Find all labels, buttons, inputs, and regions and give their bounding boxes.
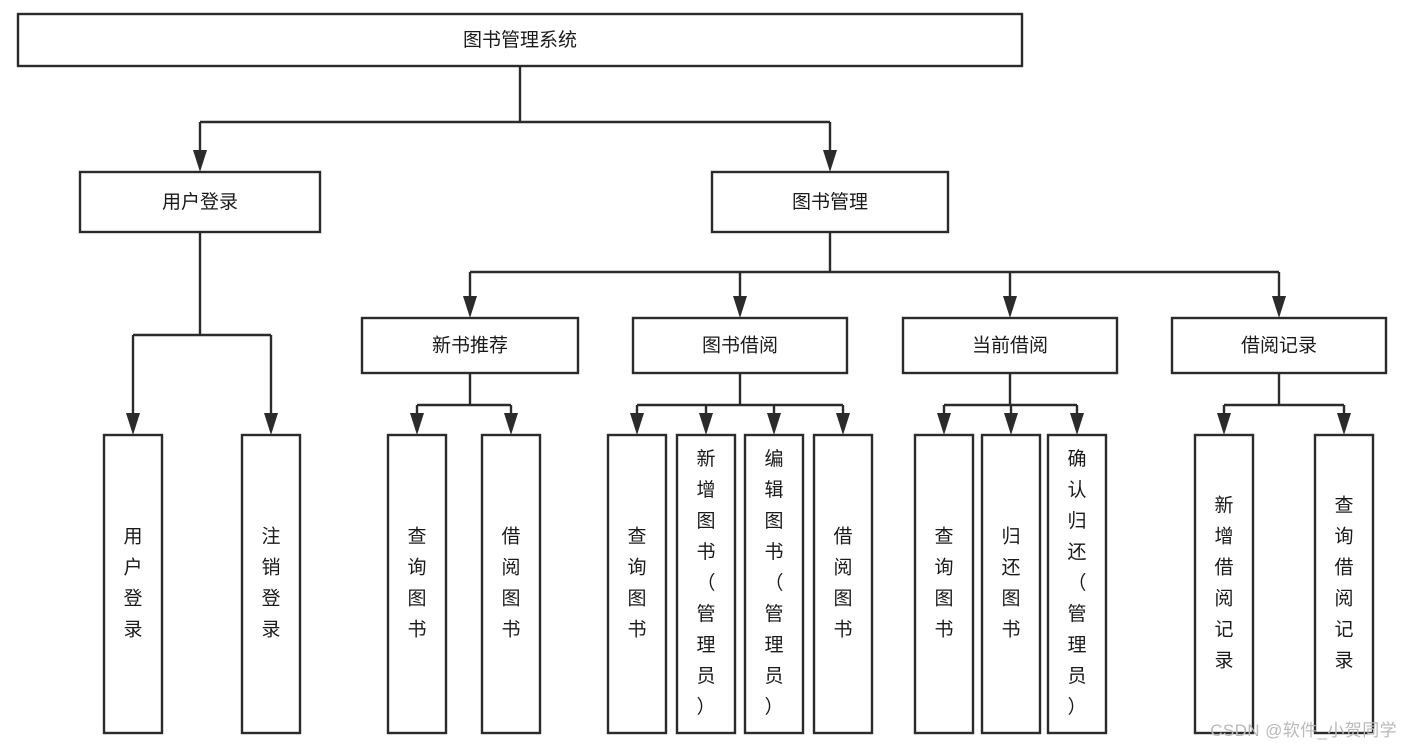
node-box-leaf-add-record [1193, 433, 1255, 735]
node-box-leaf-query-book-3 [913, 433, 975, 735]
arrow-head-icon [767, 413, 781, 435]
edge-layer [126, 66, 1351, 435]
arrow-head-icon [193, 150, 207, 172]
node-label-leaf-return-book: 归还图书 [1001, 526, 1020, 641]
edge-group-book-manage [463, 232, 1286, 318]
node-label-new-book-rec: 新书推荐 [432, 335, 508, 357]
node-label-leaf-query-book-1: 查询图书 [407, 526, 426, 641]
node-label-leaf-confirm-return: 确认归还（管理员） [1067, 448, 1086, 718]
arrow-head-icon [836, 413, 850, 435]
node-leaf-query-book-3[interactable]: 查询图书 [913, 433, 975, 735]
node-box-leaf-return-book [980, 433, 1042, 735]
arrow-head-icon [1004, 413, 1018, 435]
node-label-book-manage: 图书管理 [792, 191, 868, 213]
arrow-head-icon [1337, 413, 1351, 435]
node-label-leaf-edit-book: 编辑图书（管理员） [764, 448, 783, 718]
node-layer: 图书管理系统用户登录图书管理新书推荐图书借阅当前借阅借阅记录用户登录注销登录查询… [16, 12, 1388, 735]
node-box-leaf-borrow-book-2 [812, 433, 874, 735]
node-box-root [16, 12, 1024, 68]
node-label-leaf-query-book-2: 查询图书 [627, 526, 646, 641]
node-label-leaf-query-book-3: 查询图书 [934, 526, 953, 641]
node-leaf-query-book-1[interactable]: 查询图书 [386, 433, 448, 735]
node-box-leaf-query-record [1313, 433, 1375, 735]
node-user-login[interactable]: 用户登录 [78, 170, 322, 234]
node-label-book-borrow: 图书借阅 [702, 335, 778, 357]
node-label-leaf-add-book: 新增图书（管理员） [696, 448, 715, 718]
node-leaf-confirm-return[interactable]: 确认归还（管理员） [1046, 433, 1108, 735]
node-label-user-login: 用户登录 [162, 191, 238, 213]
arrow-head-icon [699, 413, 713, 435]
node-leaf-add-book[interactable]: 新增图书（管理员） [675, 433, 737, 735]
node-new-book-rec[interactable]: 新书推荐 [360, 316, 580, 375]
arrow-head-icon [823, 150, 837, 172]
arrow-head-icon [1272, 296, 1286, 318]
node-box-leaf-add-book [675, 433, 737, 735]
edge-group-current-borrow [937, 373, 1084, 435]
edge-group-user-login [126, 232, 278, 435]
node-label-borrow-record: 借阅记录 [1241, 335, 1317, 357]
edge-group-borrow-record [1217, 373, 1351, 435]
node-leaf-borrow-book-2[interactable]: 借阅图书 [812, 433, 874, 735]
node-label-root: 图书管理系统 [463, 29, 577, 51]
node-box-new-book-rec [360, 316, 580, 375]
node-leaf-add-record[interactable]: 新增借阅记录 [1193, 433, 1255, 735]
edge-group-book-borrow [630, 373, 850, 435]
node-box-user-login [78, 170, 322, 234]
node-box-leaf-logout [240, 433, 302, 735]
node-leaf-edit-book[interactable]: 编辑图书（管理员） [743, 433, 805, 735]
node-box-borrow-record [1170, 316, 1388, 375]
arrow-head-icon [463, 296, 477, 318]
node-box-leaf-query-book-1 [386, 433, 448, 735]
arrow-head-icon [937, 413, 951, 435]
node-box-current-borrow [901, 316, 1119, 375]
node-root[interactable]: 图书管理系统 [16, 12, 1024, 68]
node-box-leaf-edit-book [743, 433, 805, 735]
arrow-head-icon [630, 413, 644, 435]
arrow-head-icon [126, 413, 140, 435]
node-label-leaf-borrow-book-2: 借阅图书 [833, 526, 852, 641]
node-book-manage[interactable]: 图书管理 [710, 170, 950, 234]
node-leaf-user-login[interactable]: 用户登录 [102, 433, 164, 735]
edge-group-root [193, 66, 837, 172]
node-box-leaf-user-login [102, 433, 164, 735]
node-box-book-manage [710, 170, 950, 234]
arrow-head-icon [733, 296, 747, 318]
node-label-leaf-user-login: 用户登录 [123, 527, 142, 641]
arrow-head-icon [504, 413, 518, 435]
arrow-head-icon [264, 413, 278, 435]
node-leaf-query-book-2[interactable]: 查询图书 [606, 433, 668, 735]
arrow-head-icon [1070, 413, 1084, 435]
node-leaf-borrow-book-1[interactable]: 借阅图书 [480, 433, 542, 735]
csdn-watermark: CSDN @软件_小贺同学 [1210, 721, 1397, 740]
arrow-head-icon [410, 413, 424, 435]
node-label-leaf-add-record: 新增借阅记录 [1214, 495, 1233, 672]
edge-group-new-book-rec [410, 373, 518, 435]
node-label-leaf-query-record: 查询借阅记录 [1334, 495, 1353, 672]
node-label-current-borrow: 当前借阅 [972, 335, 1048, 357]
node-box-book-borrow [631, 316, 849, 375]
node-box-leaf-borrow-book-1 [480, 433, 542, 735]
node-leaf-query-record[interactable]: 查询借阅记录 [1313, 433, 1375, 735]
node-box-leaf-query-book-2 [606, 433, 668, 735]
node-borrow-record[interactable]: 借阅记录 [1170, 316, 1388, 375]
node-label-leaf-logout: 注销登录 [261, 526, 280, 641]
node-book-borrow[interactable]: 图书借阅 [631, 316, 849, 375]
arrow-head-icon [1003, 296, 1017, 318]
node-leaf-logout[interactable]: 注销登录 [240, 433, 302, 735]
node-leaf-return-book[interactable]: 归还图书 [980, 433, 1042, 735]
node-box-leaf-confirm-return [1046, 433, 1108, 735]
arrow-head-icon [1217, 413, 1231, 435]
node-current-borrow[interactable]: 当前借阅 [901, 316, 1119, 375]
node-label-leaf-borrow-book-1: 借阅图书 [501, 526, 520, 641]
